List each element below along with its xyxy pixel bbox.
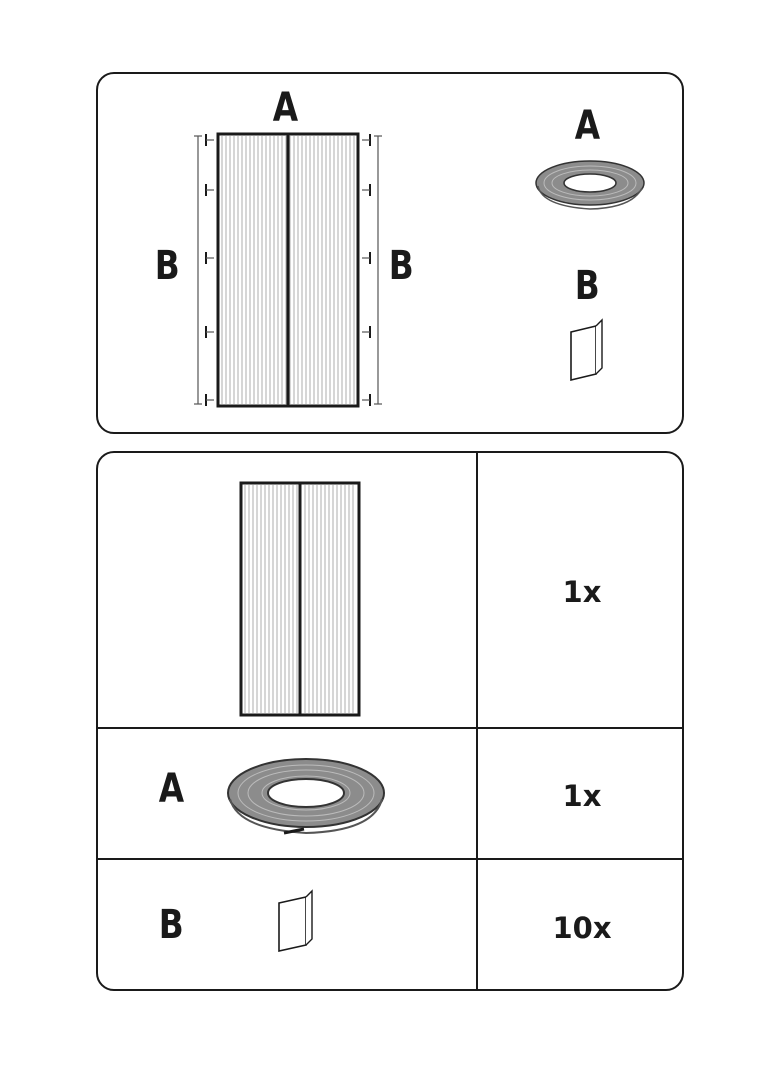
column-divider — [476, 453, 478, 989]
installation-panel: A B B — [96, 72, 684, 434]
row-2-quantity: 1x — [562, 779, 602, 813]
magnetic-tape-roll-icon — [227, 758, 385, 835]
label-b-left: B — [154, 243, 180, 289]
row-1-quantity: 1x — [562, 575, 602, 609]
legend-label-a: A — [574, 103, 601, 149]
adhesive-pin-sheet-icon — [570, 318, 603, 382]
screen-door-installed-icon — [194, 132, 382, 408]
row-3-quantity: 10x — [552, 911, 612, 945]
row-divider-2 — [98, 858, 682, 860]
label-a-top: A — [272, 85, 299, 131]
row-3-label: B — [158, 902, 184, 948]
magnetic-tape-roll-icon — [535, 160, 645, 210]
magnetic-screen-door-icon — [239, 481, 361, 717]
row-2-label: A — [158, 766, 185, 812]
legend-label-b: B — [574, 263, 600, 309]
label-b-right: B — [388, 243, 414, 289]
row-divider-1 — [98, 727, 682, 729]
adhesive-pin-sheet-icon — [278, 889, 313, 952]
parts-list-panel: 1x A 1x B 10x — [96, 451, 684, 991]
